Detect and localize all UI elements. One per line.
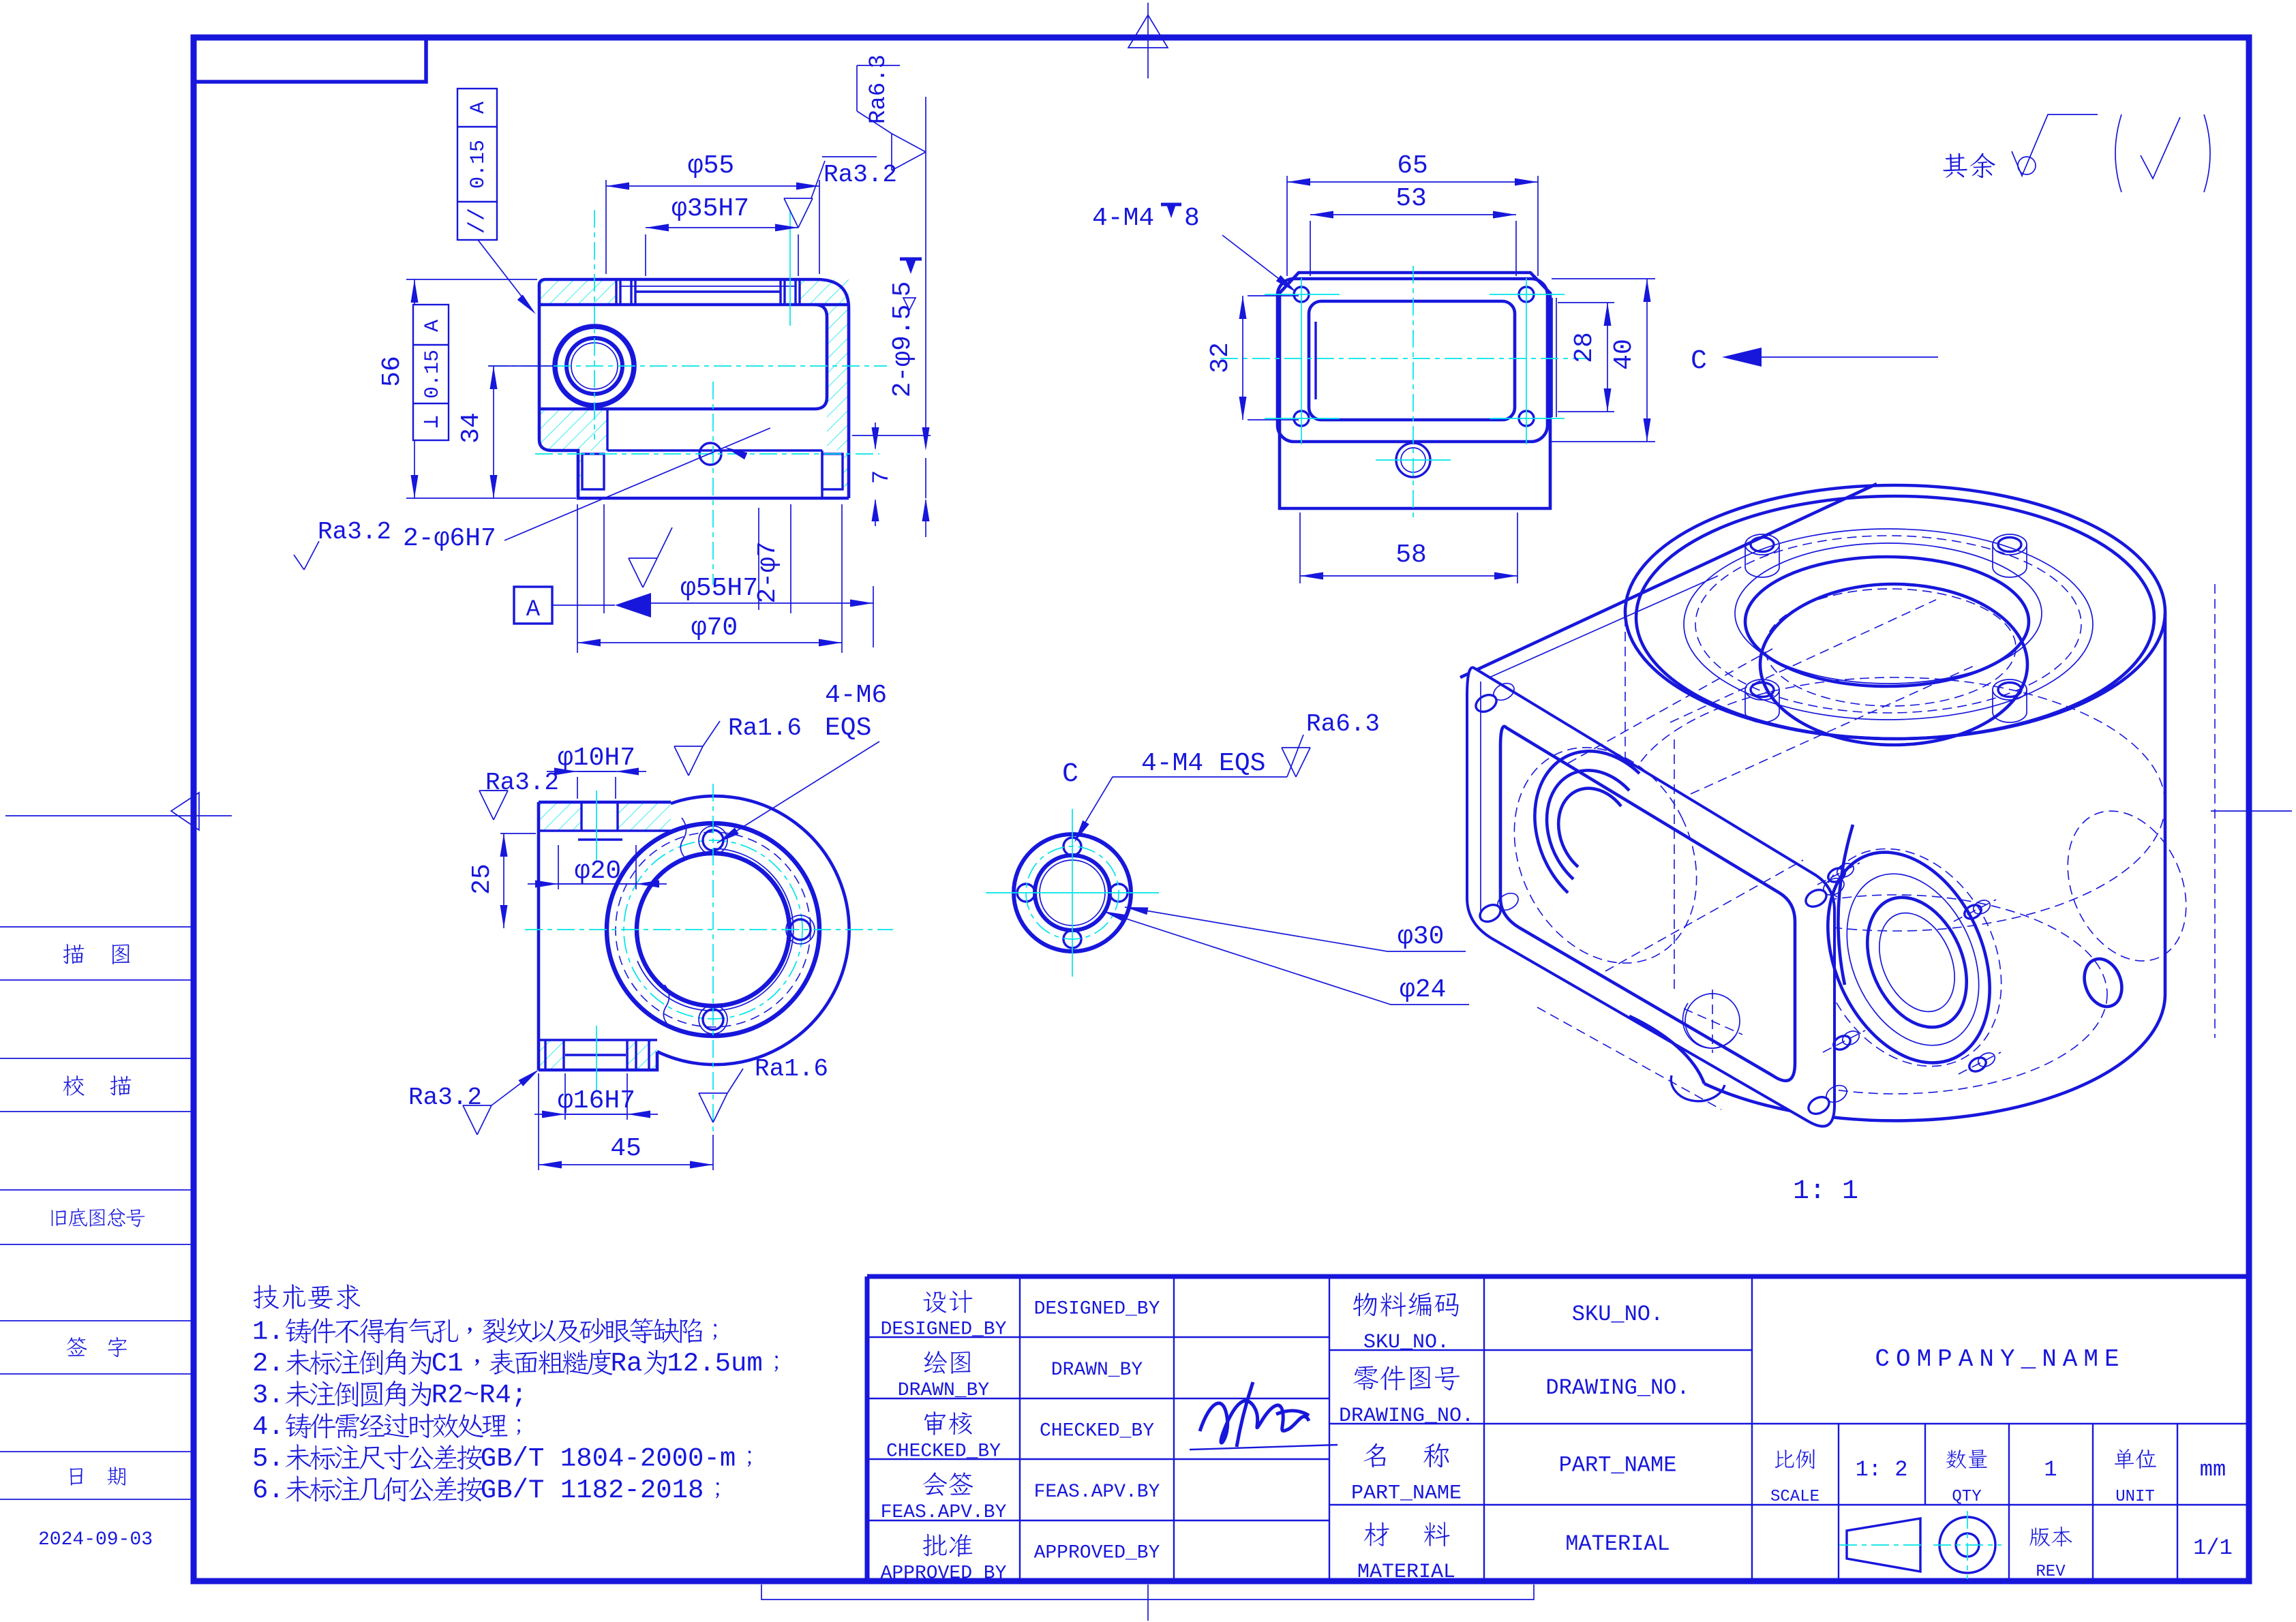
svg-text:DRAWN_BY: DRAWN_BY <box>1051 1360 1143 1381</box>
svg-text:4-M6: 4-M6 <box>825 681 887 710</box>
svg-text:SKU_NO.: SKU_NO. <box>1572 1302 1663 1327</box>
svg-text:2.: 2. <box>252 1349 284 1379</box>
svg-text:R2~R4;: R2~R4; <box>432 1381 527 1411</box>
svg-text:2-φ7: 2-φ7 <box>753 541 783 603</box>
svg-text:C: C <box>1062 759 1078 790</box>
svg-text:1/1: 1/1 <box>2193 1535 2233 1561</box>
svg-text:Ra1.6: Ra1.6 <box>728 714 802 742</box>
svg-text:25: 25 <box>468 863 497 895</box>
svg-text:PART_NAME: PART_NAME <box>1559 1453 1677 1478</box>
svg-text:8: 8 <box>1184 204 1200 233</box>
svg-text:DRAWING_NO.: DRAWING_NO. <box>1545 1375 1689 1401</box>
svg-text:FEAS.APV.BY: FEAS.APV.BY <box>1034 1482 1160 1503</box>
svg-text:DESIGNED_BY: DESIGNED_BY <box>881 1319 1007 1341</box>
svg-text:53: 53 <box>1395 184 1427 213</box>
svg-text:SCALE: SCALE <box>1770 1488 1819 1506</box>
svg-text:45: 45 <box>610 1134 641 1163</box>
svg-text:φ10H7: φ10H7 <box>558 744 635 773</box>
svg-text:PART_NAME: PART_NAME <box>1351 1482 1462 1505</box>
svg-text:Ra3.2: Ra3.2 <box>408 1084 482 1112</box>
svg-text:2-φ9.5: 2-φ9.5 <box>888 305 918 398</box>
svg-text:Ra: Ra <box>611 1349 643 1379</box>
svg-text:2-φ6H7: 2-φ6H7 <box>403 524 496 553</box>
svg-text:FEAS.APV.BY: FEAS.APV.BY <box>881 1502 1007 1523</box>
svg-text:4-M4: 4-M4 <box>1092 204 1154 233</box>
svg-text:32: 32 <box>1206 342 1235 373</box>
svg-text:12.5um: 12.5um <box>667 1349 762 1379</box>
svg-text:QTY: QTY <box>1952 1488 1981 1506</box>
svg-text:1: 2: 1: 2 <box>1856 1457 1908 1482</box>
svg-text:4.: 4. <box>252 1412 284 1442</box>
svg-text:MATERIAL: MATERIAL <box>1357 1561 1455 1584</box>
svg-text:mm: mm <box>2200 1457 2226 1482</box>
svg-text:1: 1: 1: 1 <box>1793 1176 1858 1207</box>
svg-text:28: 28 <box>1570 332 1599 363</box>
svg-text:58: 58 <box>1395 540 1427 570</box>
svg-text:GB/T 1804-2000-m: GB/T 1804-2000-m <box>481 1444 736 1474</box>
svg-text:3.: 3. <box>252 1381 284 1411</box>
svg-text:7: 7 <box>869 470 895 484</box>
svg-text:φ20: φ20 <box>575 857 621 886</box>
svg-text:6.: 6. <box>252 1475 284 1505</box>
svg-text:A: A <box>467 102 490 114</box>
svg-text:Ra3.2: Ra3.2 <box>318 518 391 546</box>
svg-text:DRAWING_NO.: DRAWING_NO. <box>1339 1405 1474 1428</box>
svg-text:5: 5 <box>888 281 918 297</box>
svg-text:Ra6.3: Ra6.3 <box>1306 710 1380 738</box>
svg-text:SKU_NO.: SKU_NO. <box>1363 1331 1449 1354</box>
svg-text:⊥: ⊥ <box>419 415 444 428</box>
svg-text:A: A <box>421 320 444 332</box>
svg-text:CHECKED_BY: CHECKED_BY <box>886 1441 1001 1463</box>
svg-text:34: 34 <box>457 412 486 444</box>
svg-text:MATERIAL: MATERIAL <box>1565 1531 1670 1557</box>
svg-text:C1: C1 <box>432 1349 464 1379</box>
svg-text:φ70: φ70 <box>691 613 738 643</box>
svg-text:1.: 1. <box>252 1317 284 1347</box>
svg-text:φ55H7: φ55H7 <box>680 574 758 603</box>
svg-text:DESIGNED_BY: DESIGNED_BY <box>1034 1299 1160 1320</box>
svg-text:APPROVED_BY: APPROVED_BY <box>881 1563 1007 1584</box>
svg-text:UNIT: UNIT <box>2115 1488 2155 1506</box>
svg-text:0.15: 0.15 <box>467 140 490 189</box>
svg-text:EQS: EQS <box>825 714 871 743</box>
svg-text:DRAWN_BY: DRAWN_BY <box>898 1380 990 1401</box>
svg-text:1: 1 <box>2044 1457 2057 1482</box>
svg-text:40: 40 <box>1610 339 1639 370</box>
svg-text:φ30: φ30 <box>1398 922 1444 951</box>
svg-text:CHECKED_BY: CHECKED_BY <box>1040 1421 1154 1442</box>
svg-text:5.: 5. <box>252 1444 284 1474</box>
svg-text:Ra1.6: Ra1.6 <box>755 1055 828 1083</box>
svg-text:φ55: φ55 <box>688 151 734 181</box>
svg-text:Ra6.3: Ra6.3 <box>866 55 892 124</box>
svg-text://: // <box>465 208 490 234</box>
svg-text:COMPANY_NAME: COMPANY_NAME <box>1875 1345 2125 1373</box>
svg-text:Ra3.2: Ra3.2 <box>824 161 897 189</box>
svg-text:56: 56 <box>378 356 407 387</box>
svg-text:2024-09-03: 2024-09-03 <box>38 1529 153 1550</box>
svg-text:φ24: φ24 <box>1400 975 1446 1005</box>
svg-text:Ra3.2: Ra3.2 <box>485 769 559 797</box>
svg-text:φ16H7: φ16H7 <box>558 1086 635 1116</box>
svg-text:REV: REV <box>2036 1563 2066 1581</box>
svg-text:0.15: 0.15 <box>421 350 444 399</box>
svg-text:φ35H7: φ35H7 <box>671 194 749 224</box>
svg-text:65: 65 <box>1397 151 1428 181</box>
svg-text:C: C <box>1691 346 1707 377</box>
svg-text:4-M4 EQS: 4-M4 EQS <box>1141 749 1265 778</box>
svg-text:APPROVED_BY: APPROVED_BY <box>1034 1542 1160 1563</box>
svg-text:GB/T 1182-2018: GB/T 1182-2018 <box>481 1475 704 1505</box>
svg-text:A: A <box>526 597 541 623</box>
